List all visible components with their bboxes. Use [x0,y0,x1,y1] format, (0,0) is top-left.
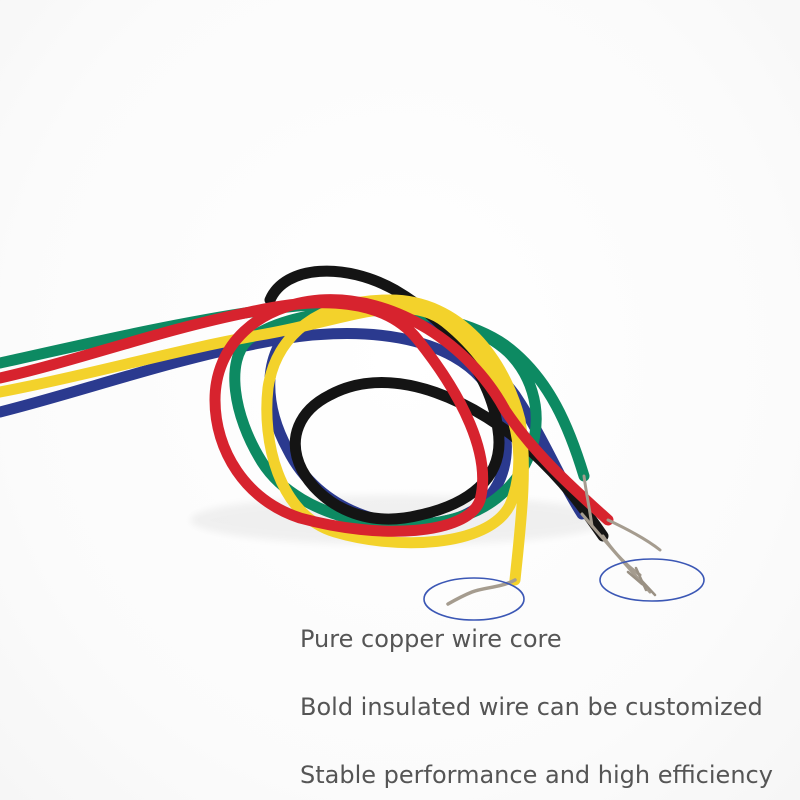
caption-customized-insulation: Bold insulated wire can be customized [300,693,763,721]
caption-copper-core: Pure copper wire core [300,625,562,653]
red-wire [0,294,614,537]
circle-highlight-icon [599,558,705,602]
twisted-copper-strands [626,566,657,597]
red-wire-copper-core [606,518,662,552]
yellow-wire [0,294,529,586]
caption-stable-performance: Stable performance and high efficiency [300,761,773,789]
green-wire-copper-core [582,474,594,528]
circle-highlight-icon [423,577,525,621]
yellow-wire-copper-core [446,578,517,606]
